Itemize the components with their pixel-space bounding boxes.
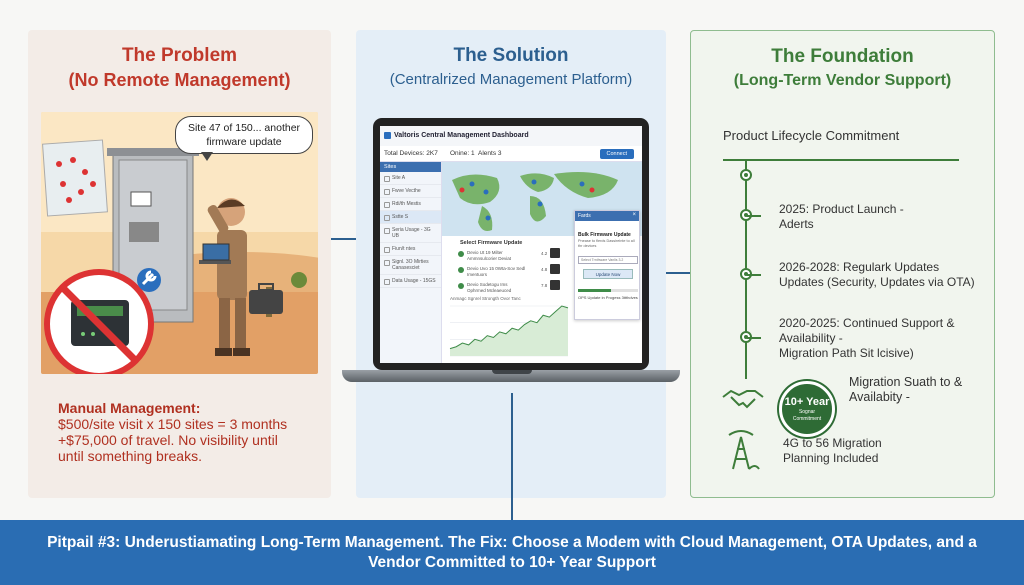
- foundation-panel: The Foundation (Long-Term Vendor Support…: [690, 30, 995, 498]
- sidebar-item[interactable]: Site A: [380, 172, 441, 185]
- status-dot-icon: [458, 251, 464, 257]
- speech-bubble: Site 47 of 150... another firmware updat…: [175, 116, 313, 154]
- update-progress-fill: [578, 289, 611, 292]
- handshake-icon: [722, 389, 764, 409]
- equipment-cabinet-icon: [107, 148, 199, 323]
- firmware-row-text: Devio Uvo 15 0Wta-Sov Sedl Imentuors: [467, 266, 526, 277]
- footer-line: Pitpail #3: Underustiamating Long-Term M…: [47, 534, 977, 551]
- sidebar-item[interactable]: Sstte S: [380, 211, 441, 224]
- footer-banner: Pitpail #3: Underustiamating Long-Term M…: [0, 520, 1024, 585]
- wrench-icon: [137, 268, 161, 292]
- firmware-row[interactable]: Devio Sodetogu Ims Ophrmed Mcleaeuced 7.8: [458, 282, 568, 296]
- speech-bubble-tail: [201, 152, 213, 161]
- brand-logo-icon: [384, 132, 391, 139]
- connect-button[interactable]: Connect: [599, 149, 634, 159]
- online-stat: Onine: 1: [450, 150, 475, 157]
- connector-line: [331, 238, 356, 240]
- g4-migration-text: 4G to 56 Migration Planning Included: [783, 436, 882, 465]
- manual-line: until something breaks.: [58, 448, 202, 464]
- firmware-row-value: 7.8: [541, 283, 548, 288]
- sidebar-item[interactable]: Data Usage - 15GS: [380, 275, 441, 288]
- device-icon: [550, 280, 560, 290]
- update-progress-bar: [578, 289, 638, 292]
- signal-chart-title: Anmagc Sgnrel Strongth Ovor Tanc: [450, 296, 521, 301]
- footer-line: Vendor Committed to 10+ Year Support: [368, 554, 656, 571]
- timeline-dot: [740, 169, 752, 181]
- firmware-select-title: Select Firmware Update: [460, 240, 523, 246]
- signal-strength-chart: [449, 305, 569, 357]
- device-icon: [550, 264, 560, 274]
- frustrated-technician-icon: [199, 198, 283, 356]
- migration-text: Migration Suath to & Availabity -: [849, 375, 963, 404]
- close-icon[interactable]: ×: [632, 212, 636, 218]
- manual-heading: Manual Management:: [58, 400, 201, 416]
- lifecycle-underline: [723, 159, 959, 161]
- sidebar-item[interactable]: Rdi/th Mestis: [380, 198, 441, 211]
- popup-footer: OPS Update in Progess 3ttthdves: [578, 295, 638, 300]
- foundation-subtitle: (Long-Term Vendor Support): [733, 72, 952, 89]
- foundation-title: The Foundation: [771, 46, 914, 67]
- milestone-2: 2026-2028: Regulark Updates Updates (Sec…: [779, 260, 975, 289]
- timeline-tick: [747, 274, 761, 276]
- dashboard-title: Valtoris Central Management Dashboard: [380, 126, 642, 146]
- firmware-version-select[interactable]: Select Trnthware Vanlis 3.2: [578, 256, 638, 264]
- connector-line: [511, 393, 513, 520]
- manual-management-text: Manual Management: $500/site visit x 150…: [58, 400, 287, 464]
- firmware-row[interactable]: Devio Uvo 15 0Wta-Sov Sedl Imentuors 4.8: [458, 266, 568, 280]
- update-now-button[interactable]: Update Now: [583, 269, 633, 279]
- laptop-screen: Valtoris Central Management Dashboard To…: [373, 118, 649, 370]
- laptop-base: [342, 370, 680, 382]
- popup-subtitle: Pnease to flerds Dassireinte to all thr …: [578, 239, 635, 248]
- firmware-row-value: 4.2: [541, 251, 548, 256]
- timeline-tick: [747, 337, 761, 339]
- status-dot-icon: [458, 267, 464, 273]
- sidebar-item[interactable]: Seria Usage - 3G UB: [380, 224, 441, 243]
- sidebar-item[interactable]: Signl. 3O Mirties Canasesciet: [380, 256, 441, 275]
- site-map-icon: [42, 139, 108, 217]
- dashboard-stats: Total Devices: 2K7 Onine: 1 Alents 3 Con…: [380, 146, 642, 162]
- manual-line: $500/site visit x 150 sites = 3 months: [58, 416, 288, 432]
- lifecycle-label: Product Lifecycle Commitment: [723, 128, 900, 143]
- no-modem-prohibited-icon: [44, 269, 154, 374]
- popup-header: Fards ×: [575, 211, 639, 221]
- timeline-tick: [747, 215, 761, 217]
- problem-panel: The Problem (No Remote Management): [28, 30, 331, 498]
- connector-line: [666, 272, 690, 274]
- ten-year-commitment-seal: 10+ Year Sognar Commitment: [779, 381, 835, 437]
- device-icon: [550, 248, 560, 258]
- sidebar-item[interactable]: Fiun/t ntes: [380, 243, 441, 256]
- alerts-stat: Alents 3: [478, 150, 502, 157]
- firmware-row-value: 4.8: [541, 267, 548, 272]
- firmware-row-text: Devio Ut 19 Milter Ammnsulcorier Deviat: [467, 250, 512, 261]
- sidebar-header: Sites: [380, 162, 441, 172]
- solution-panel: The Solution (Centralrized Management Pl…: [342, 30, 680, 498]
- sidebar-item[interactable]: Fwve Vecthe: [380, 185, 441, 198]
- dashboard-screen: Valtoris Central Management Dashboard To…: [380, 126, 642, 363]
- milestone-1: 2025: Product Launch - Aderts: [779, 202, 904, 231]
- milestone-3: 2020-2025: Continued Support & Availabil…: [779, 316, 955, 360]
- solution-subtitle: (Centralrized Management Platform): [389, 71, 633, 88]
- status-dot-icon: [458, 283, 464, 289]
- solution-title: The Solution: [453, 45, 569, 66]
- problem-subtitle: (No Remote Management): [68, 70, 291, 90]
- cell-tower-migration-icon: [728, 430, 760, 470]
- laptop-notch: [492, 370, 532, 374]
- chart-series-line: [449, 305, 569, 350]
- total-devices-stat: Total Devices: 2K7: [384, 150, 438, 157]
- popup-title: Bulk Firmware Update: [578, 232, 631, 238]
- firmware-row[interactable]: Devio Ut 19 Milter Ammnsulcorier Deviat 4…: [458, 250, 568, 264]
- firmware-row-text: Devio Sodetogu Ims Ophrmed Mcleaeuced: [467, 282, 512, 293]
- technician-illustration: Site 47 of 150... another firmware updat…: [41, 112, 318, 374]
- bulk-update-popup: Fards × Bulk Firmware Update Pnease to f…: [574, 210, 640, 320]
- manual-line: +$75,000 of travel. No visibility until: [58, 432, 278, 448]
- problem-title: The Problem: [121, 45, 238, 66]
